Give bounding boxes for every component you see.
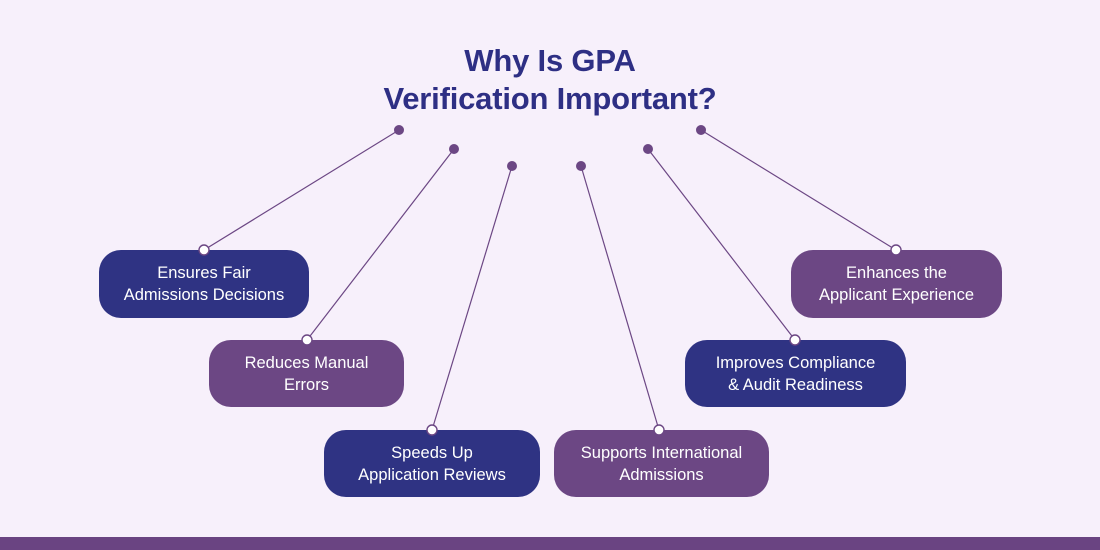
title-line-1: Why Is GPA xyxy=(464,43,636,78)
item-label-line-1: Reduces Manual xyxy=(244,353,369,372)
footer-bar xyxy=(0,537,1100,550)
item-label-line-1: Supports International xyxy=(580,443,743,462)
title-line-2: Verification Important? xyxy=(383,81,717,116)
connector-line-5 xyxy=(647,148,796,341)
connector-line-2 xyxy=(306,148,455,341)
connector-line-1 xyxy=(203,129,400,251)
endpoint-circle-3 xyxy=(426,424,438,436)
item-label-line-1: Speeds Up xyxy=(391,443,473,462)
item-label-line-2: Applicant Experience xyxy=(818,286,974,304)
connector-line-4 xyxy=(580,165,660,431)
anchor-dot-4 xyxy=(576,161,586,171)
connector-line-3 xyxy=(431,165,513,431)
item-label-line-1: Improves Compliance xyxy=(715,353,876,372)
endpoint-circle-2 xyxy=(301,334,313,346)
item-label-line-2: Admissions Decisions xyxy=(123,286,285,304)
anchor-dot-1 xyxy=(394,125,404,135)
item-improves-compliance: Improves Compliance & Audit Readiness xyxy=(685,340,906,407)
item-label-line-1: Enhances the xyxy=(846,264,947,282)
endpoint-circle-5 xyxy=(789,334,801,346)
endpoint-circle-4 xyxy=(653,424,665,436)
diagram-title: Why Is GPA Verification Important? xyxy=(0,42,1100,118)
endpoint-circle-6 xyxy=(890,244,902,256)
endpoint-circle-1 xyxy=(198,244,210,256)
item-label-line-2: Admissions xyxy=(619,465,704,484)
item-label-line-1: Ensures Fair xyxy=(157,264,251,282)
item-supports-international: Supports International Admissions xyxy=(554,430,769,497)
item-ensures-fair-admissions: Ensures Fair Admissions Decisions xyxy=(99,250,309,318)
anchor-dot-5 xyxy=(643,144,653,154)
item-speeds-up-reviews: Speeds Up Application Reviews xyxy=(324,430,540,497)
anchor-dot-6 xyxy=(696,125,706,135)
item-reduces-manual-errors: Reduces Manual Errors xyxy=(209,340,404,407)
anchor-dot-3 xyxy=(507,161,517,171)
anchor-dot-2 xyxy=(449,144,459,154)
item-label-line-2: Errors xyxy=(284,375,329,394)
item-label-line-2: & Audit Readiness xyxy=(728,375,863,394)
item-label-line-2: Application Reviews xyxy=(358,465,506,484)
connector-line-6 xyxy=(700,129,897,251)
item-enhances-experience: Enhances the Applicant Experience xyxy=(791,250,1002,318)
